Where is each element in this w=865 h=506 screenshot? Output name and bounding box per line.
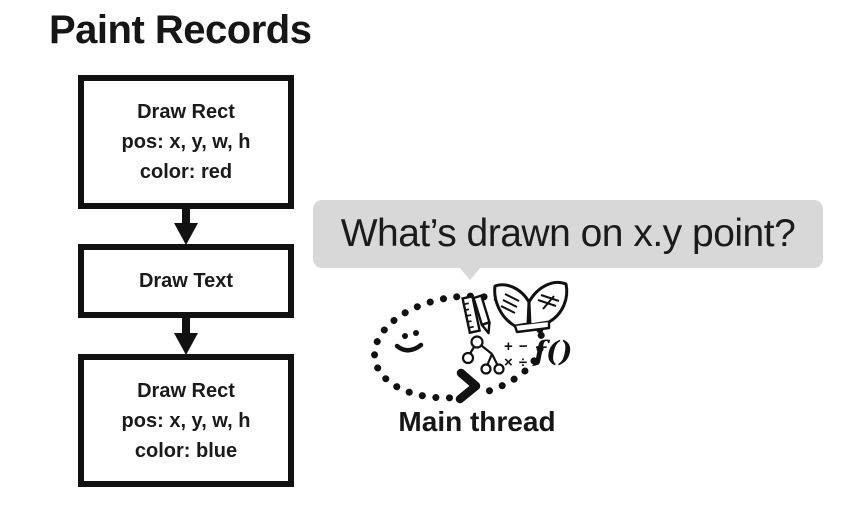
main-thread-doodle: + − × ÷ f() [371,280,573,406]
book-icon [493,280,569,334]
flow-box-draw-text: Draw Text [78,244,294,318]
function-notation: f() [532,335,573,368]
main-thread-label: Main thread [398,406,556,437]
speech-bubble-text: What’s drawn on x.y point? [340,212,796,255]
speech-bubble: What’s drawn on x.y point? [313,200,823,268]
flow-box-draw-rect-red: Draw Rect pos: x, y, w, h color: red [78,75,294,209]
box-line: Draw Text [138,270,234,292]
down-arrow-connector-icon [174,208,198,245]
ruler-icon [461,294,482,335]
down-arrow-connector-icon [174,318,198,355]
math-symbols-top: + − [504,338,529,355]
speech-bubble-tail [459,267,481,280]
box-line: Draw Rect [137,379,235,402]
box-line: color: red [139,161,233,183]
flow-box-draw-rect-blue: Draw Rect pos: x, y, w, h color: blue [78,354,294,487]
box-line: color: blue [134,439,238,462]
pencil-icon [472,294,491,335]
page-title: Paint Records [49,8,312,52]
smiley-face-icon [394,330,424,353]
box-line: pos: x, y, w, h [121,409,251,432]
math-symbols-bottom: × ÷ [504,354,528,371]
loop-arrow-icon [455,368,481,404]
box-line: pos: x, y, w, h [121,131,251,153]
box-line: Draw Rect [137,101,235,123]
tree-graph-icon [461,335,505,375]
